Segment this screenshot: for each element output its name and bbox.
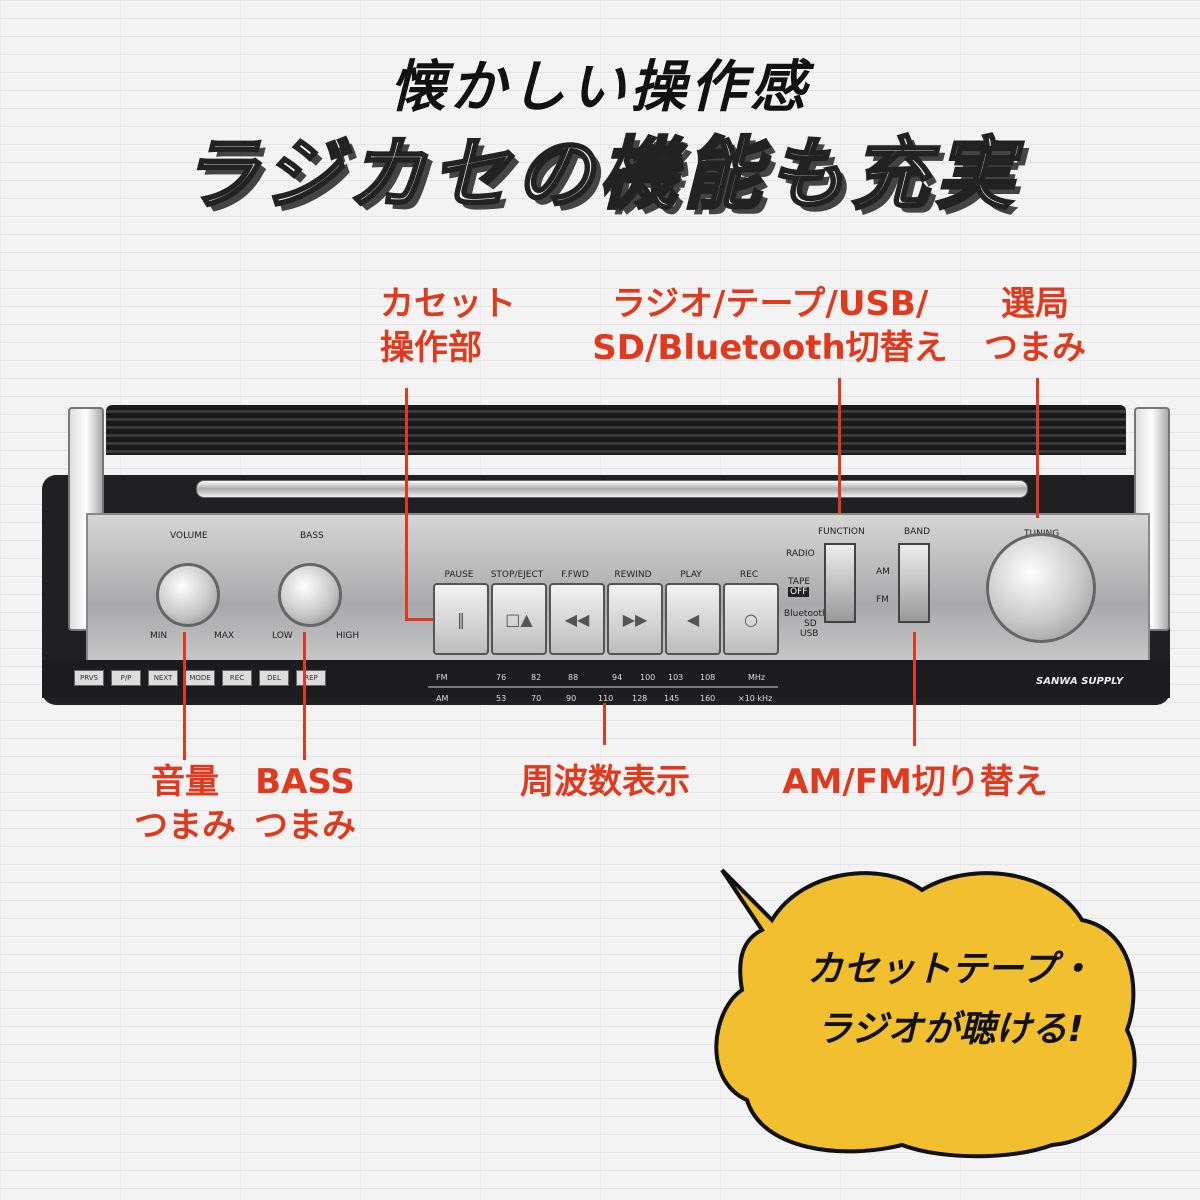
- function-sd-label: SD: [804, 619, 817, 629]
- bubble-text: カセットテープ・ ラジオが聴ける!: [807, 949, 1093, 1050]
- rec-button[interactable]: ○: [723, 583, 779, 655]
- am-scale-5: 128: [632, 694, 648, 703]
- play-label: PLAY: [680, 570, 702, 580]
- front-button-mode[interactable]: MODE: [185, 670, 215, 686]
- function-label: FUNCTION: [818, 527, 865, 537]
- rec-label: REC: [739, 570, 759, 580]
- fm-scale-4: 94: [612, 673, 623, 682]
- leader-cassette-h: [405, 618, 433, 621]
- leader-volume: [183, 632, 186, 760]
- callout-frequency: 周波数表示: [520, 762, 690, 802]
- pause-button[interactable]: ‖: [433, 583, 489, 655]
- stop-eject-icon: □▲: [505, 609, 533, 629]
- play-icon: ◀: [686, 609, 700, 629]
- front-button-rec[interactable]: REC: [222, 670, 252, 686]
- speech-bubble: [714, 868, 1137, 1159]
- callout-bass: BASS つまみ: [254, 762, 356, 846]
- fast-forward-button[interactable]: ◀◀: [549, 583, 605, 655]
- band-fm-label: FM: [876, 595, 889, 605]
- leader-cassette-v: [405, 388, 408, 620]
- volume-max-label: MAX: [214, 631, 235, 641]
- fm-scale-8: MHz: [748, 673, 766, 682]
- leader-frequency: [603, 703, 606, 745]
- antenna: [196, 480, 1028, 498]
- stop-eject-button[interactable]: □▲: [491, 583, 547, 655]
- function-tape-label: TAPE: [788, 577, 811, 587]
- headline-line2: ラジカセの機能も充実: [179, 129, 1020, 222]
- am-scale-6: 145: [664, 694, 680, 703]
- am-scale-3: 90: [566, 694, 577, 703]
- function-switch[interactable]: [824, 543, 856, 623]
- am-scale-0: AM: [436, 694, 449, 703]
- bass-knob[interactable]: [278, 563, 342, 627]
- function-off-label: OFF: [788, 587, 810, 597]
- front-button-prvs[interactable]: PRVS: [74, 670, 104, 686]
- pause-label: PAUSE: [444, 570, 474, 580]
- callout-function: ラジオ/テープ/USB/ SD/Bluetooth切替え: [592, 284, 948, 368]
- am-scale-1: 53: [496, 694, 507, 703]
- function-bt-label: Bluetooth: [784, 609, 828, 619]
- pause-icon: ‖: [457, 609, 465, 629]
- callout-cassette: カセット 操作部: [380, 284, 516, 368]
- stop-eject-label: STOP/EJECT: [490, 570, 544, 580]
- forward-arrows-icon: ▶▶: [622, 609, 648, 629]
- function-usb-label: USB: [800, 629, 819, 639]
- bass-label: BASS: [300, 531, 324, 541]
- device-lid: [106, 405, 1126, 455]
- front-button-del[interactable]: DEL: [259, 670, 289, 686]
- headline-line1: 懐かしい操作感: [390, 55, 810, 120]
- am-scale-7: 160: [700, 694, 716, 703]
- speech-bubble-shape: [714, 868, 1137, 1159]
- fm-scale-6: 103: [668, 673, 684, 682]
- tuning-knob[interactable]: [986, 533, 1096, 643]
- band-switch[interactable]: [898, 543, 930, 623]
- leader-tuning: [1036, 378, 1039, 518]
- brand-logo: SANWA SUPPLY: [1036, 676, 1124, 687]
- play-button[interactable]: ◀: [665, 583, 721, 655]
- function-radio-label: RADIO: [786, 549, 815, 559]
- front-button-next[interactable]: NEXT: [148, 670, 178, 686]
- rewind-arrows-icon: ◀◀: [564, 609, 590, 629]
- am-scale-8: ×10 kHz: [738, 694, 773, 703]
- front-button-rep[interactable]: REP: [296, 670, 326, 686]
- am-scale-2: 70: [531, 694, 542, 703]
- bass-low-label: LOW: [272, 631, 293, 641]
- am-scale-4: 110: [598, 694, 614, 703]
- fm-scale-2: 82: [531, 673, 542, 682]
- leader-function: [838, 378, 841, 513]
- bass-high-label: HIGH: [336, 631, 360, 641]
- callout-tuning: 選局 つまみ: [984, 284, 1086, 368]
- ffwd-label: F.FWD: [561, 570, 589, 580]
- fm-scale-3: 88: [568, 673, 579, 682]
- rewind-label: REWIND: [614, 570, 652, 580]
- fm-scale-1: 76: [496, 673, 507, 682]
- rewind-button[interactable]: ▶▶: [607, 583, 663, 655]
- callout-band: AM/FM切り替え: [782, 762, 1048, 802]
- fm-scale-7: 108: [700, 673, 716, 682]
- callout-volume: 音量 つまみ: [134, 762, 236, 846]
- leader-bass: [303, 632, 306, 760]
- frequency-pointer-track: [428, 686, 778, 688]
- rec-icon: ○: [744, 609, 758, 629]
- fm-scale-5: 100: [640, 673, 656, 682]
- front-button-pp[interactable]: P/P: [111, 670, 141, 686]
- volume-label: VOLUME: [170, 531, 208, 541]
- volume-min-label: MIN: [150, 631, 168, 641]
- band-label: BAND: [904, 527, 930, 537]
- band-am-label: AM: [876, 567, 890, 577]
- radio-cassette-device: VOLUME MIN MAX BASS LOW HIGH PAUSE ‖ STO…: [36, 405, 1176, 725]
- volume-knob[interactable]: [156, 563, 220, 627]
- fm-scale-0: FM: [436, 673, 448, 682]
- leader-band: [913, 632, 916, 746]
